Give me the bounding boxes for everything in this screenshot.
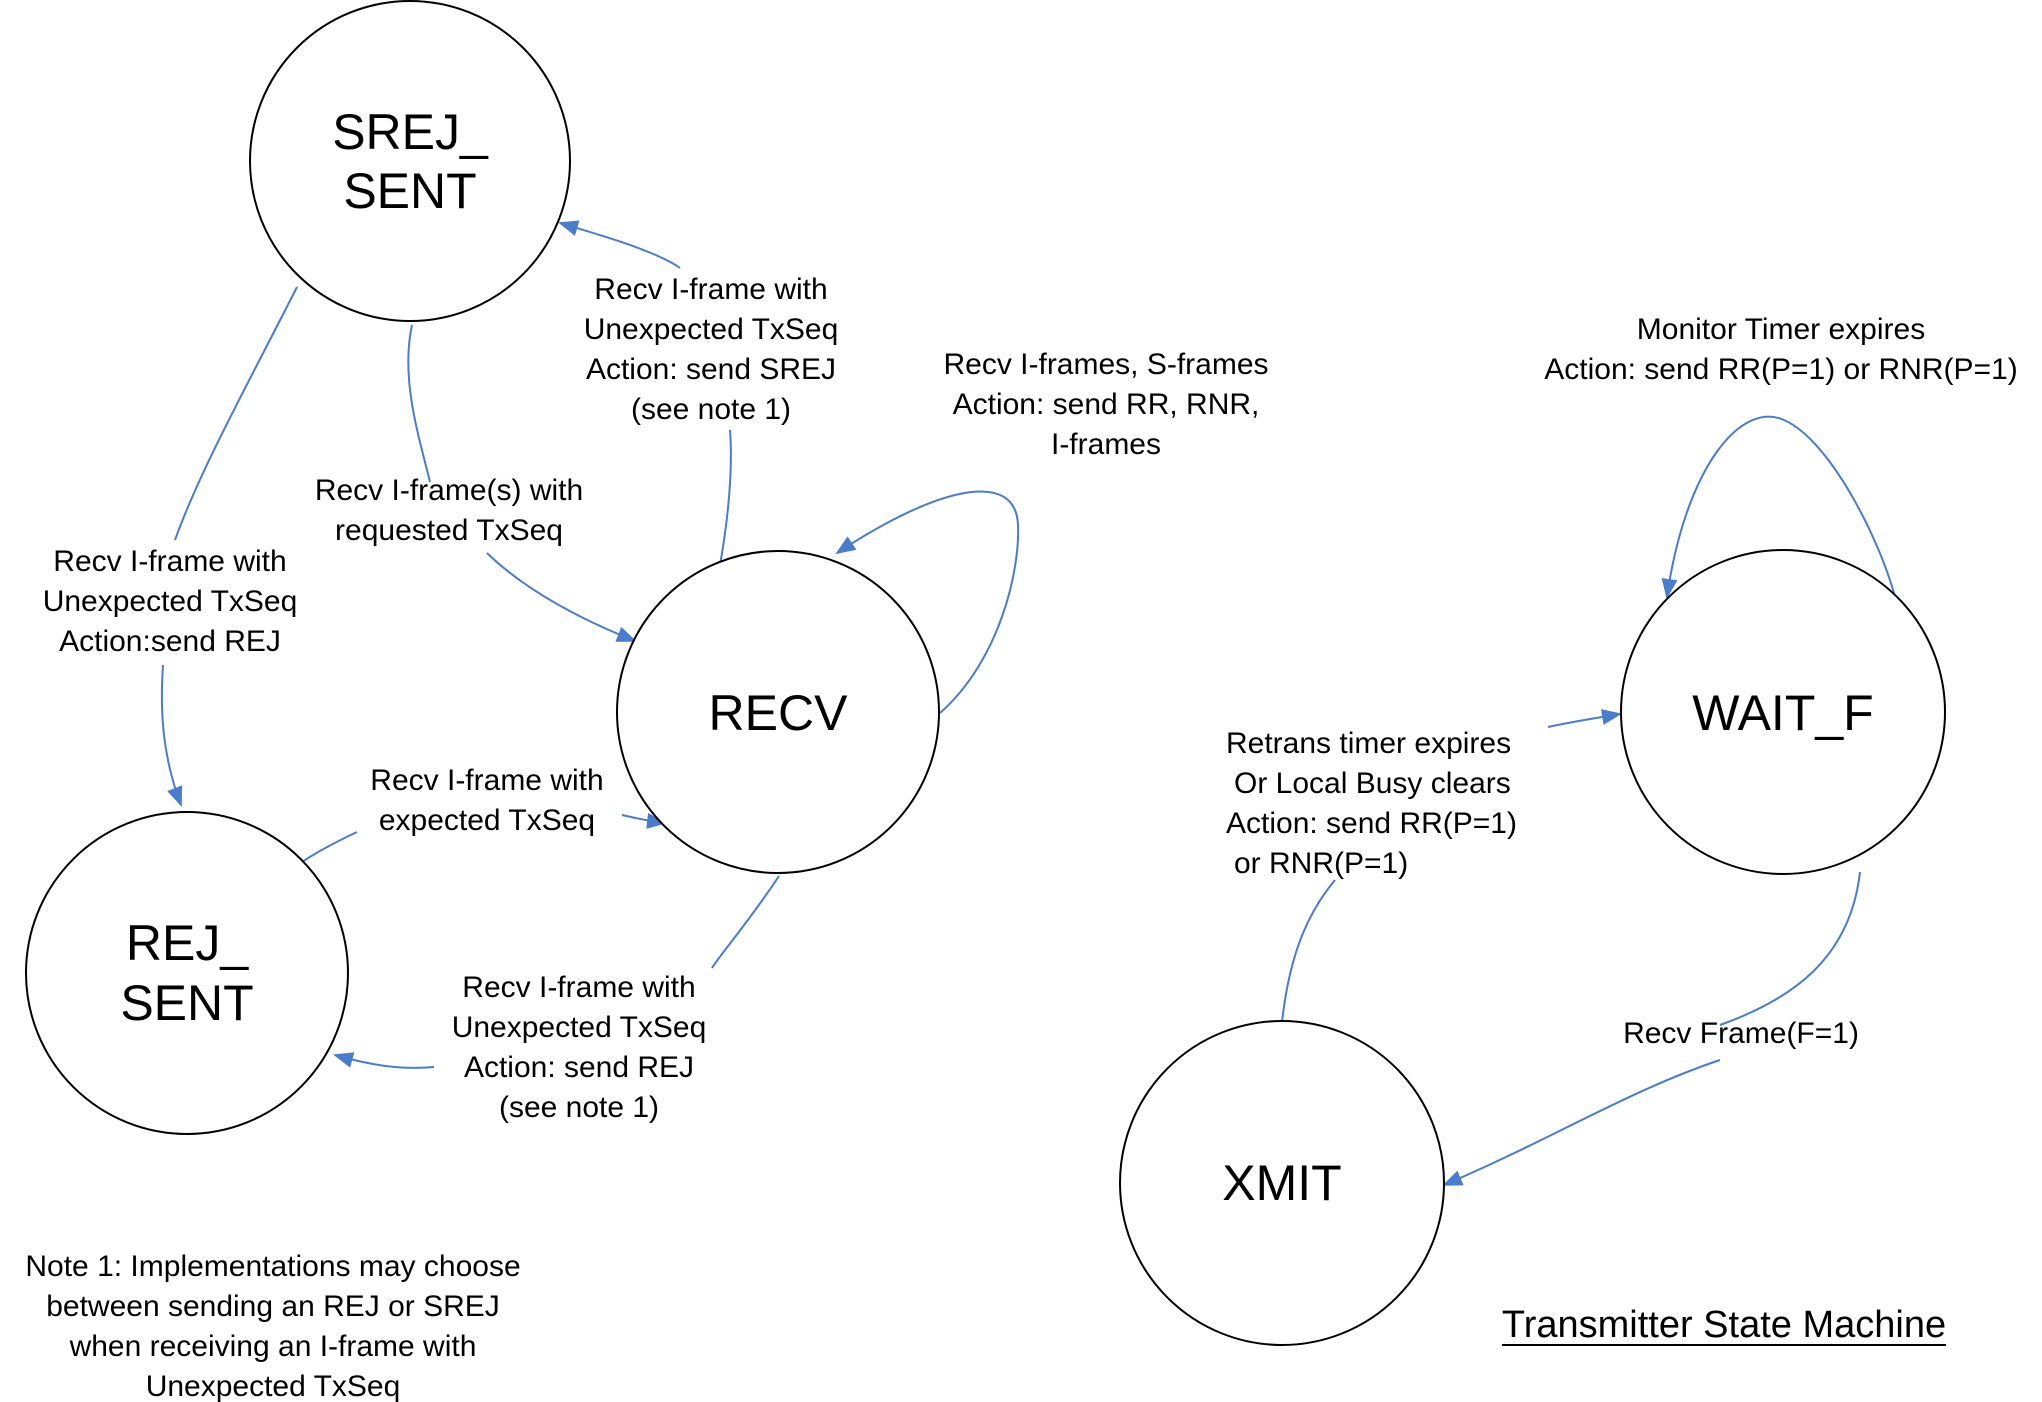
edge-label-line: Unexpected TxSeq (452, 1011, 707, 1044)
state-label-line: SREJ_ (332, 104, 489, 160)
label-srej-to-recv: Recv I-frame(s) with requested TxSeq (315, 474, 583, 547)
label-xmit-to-wait: Retrans timer expires Or Local Busy clea… (1226, 727, 1517, 880)
edge-label-line: Recv I-frame with (462, 971, 695, 1004)
footnote-line: when receiving an I-frame with (69, 1330, 477, 1363)
state-label-line: SENT (343, 163, 476, 219)
state-wait-f: WAIT_F (1620, 549, 1946, 875)
edge-label-line: Or Local Busy clears (1234, 767, 1511, 800)
state-label-line: SENT (120, 975, 253, 1031)
label-recv-self-loop: Recv I-frames, S-frames Action: send RR,… (943, 348, 1268, 461)
state-label: WAIT_F (1692, 685, 1873, 741)
edge-label-line: Action: send RR(P=1) (1226, 807, 1517, 840)
edge-label-line: I-frames (1051, 428, 1161, 461)
diagram-title-text: Transmitter State Machine (1502, 1304, 1946, 1346)
edge-recv-self-loop (835, 490, 1020, 714)
edge-label-line: Unexpected TxSeq (43, 585, 298, 618)
edge-wait-self-loop (1661, 415, 1896, 599)
edge-wait-to-xmit (1444, 871, 1861, 1185)
edge-recv-to-rej (335, 875, 780, 1068)
edge-label-line: (see note 1) (499, 1091, 659, 1124)
edge-label-line: expected TxSeq (379, 804, 595, 837)
edge-label-line: Recv I-frame with (594, 273, 827, 306)
edge-label-line: Recv I-frame(s) with (315, 474, 583, 507)
edge-label-line: Action: send SREJ (586, 353, 836, 386)
edge-label-line: Recv I-frame with (53, 545, 286, 578)
edge-label-line: Action:send REJ (59, 625, 281, 658)
state-xmit: XMIT (1119, 1020, 1445, 1346)
footnote: Note 1: Implementations may choose betwe… (25, 1250, 520, 1402)
footnote-line: Note 1: Implementations may choose (25, 1250, 520, 1283)
edge-xmit-to-wait (1281, 714, 1620, 1023)
state-rej-sent: REJ_ SENT (25, 811, 349, 1135)
edge-label-line: Monitor Timer expires (1637, 313, 1925, 346)
state-recv: RECV (616, 550, 940, 874)
footnote-line: between sending an REJ or SREJ (46, 1290, 500, 1323)
label-srej-to-rej: Recv I-frame with Unexpected TxSeq Actio… (43, 545, 298, 658)
label-wait-self-loop: Monitor Timer expires Action: send RR(P=… (1544, 313, 2018, 386)
edge-label-line: Unexpected TxSeq (584, 313, 839, 346)
edge-srej-to-recv (407, 324, 635, 641)
edge-label-line: (see note 1) (631, 393, 791, 426)
edge-label-line: Action: send RR(P=1) or RNR(P=1) (1544, 353, 2018, 386)
label-rej-to-recv: Recv I-frame with expected TxSeq (370, 764, 603, 837)
edge-label-line: Recv I-frame with (370, 764, 603, 797)
footnote-line: Unexpected TxSeq (146, 1370, 401, 1402)
edge-label-line: Retrans timer expires (1226, 727, 1511, 760)
edge-label-line: Recv I-frames, S-frames (943, 348, 1268, 381)
state-label: XMIT (1222, 1155, 1341, 1211)
state-label: RECV (709, 685, 849, 741)
label-wait-to-xmit: Recv Frame(F=1) (1623, 1017, 1859, 1050)
state-label-line: REJ_ (126, 915, 249, 971)
edge-label-line: requested TxSeq (335, 514, 563, 547)
state-srej-sent: SREJ_ SENT (249, 0, 571, 322)
edge-recv-to-srej (560, 223, 732, 566)
edge-label-line: or RNR(P=1) (1234, 847, 1408, 880)
label-recv-to-srej: Recv I-frame with Unexpected TxSeq Actio… (584, 273, 839, 426)
edge-label-line: Action: send REJ (464, 1051, 694, 1084)
edge-srej-to-rej (162, 286, 298, 805)
label-recv-to-rej: Recv I-frame with Unexpected TxSeq Actio… (452, 971, 707, 1124)
edge-label-line: Action: send RR, RNR, (953, 388, 1260, 421)
diagram-title: Transmitter State Machine (1501, 1304, 1947, 1346)
edge-label-line: Recv Frame(F=1) (1623, 1017, 1859, 1050)
